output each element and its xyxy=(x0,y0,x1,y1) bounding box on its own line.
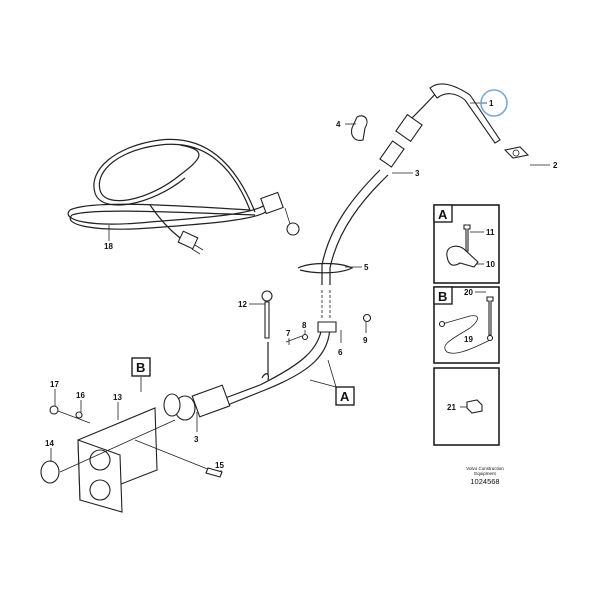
gasket-2 xyxy=(503,146,530,159)
highlight-circle xyxy=(480,89,508,117)
callout-16[interactable]: 16 xyxy=(76,391,85,400)
diagram-number: 1024568 xyxy=(470,477,499,486)
footer-company-2: Equipment xyxy=(474,471,496,476)
heater-cable-3 xyxy=(163,83,501,421)
clamp-10 xyxy=(446,245,479,268)
washer-9 xyxy=(362,313,372,323)
callout-10[interactable]: 10 xyxy=(486,260,495,269)
view-label-b: B xyxy=(136,360,145,375)
callout-7[interactable]: 7 xyxy=(286,329,291,338)
callout-4[interactable]: 4 xyxy=(336,120,341,129)
callout-2[interactable]: 2 xyxy=(553,161,558,170)
clamp-6 xyxy=(317,321,337,333)
callout-3[interactable]: 3 xyxy=(415,169,420,178)
detail-panel-a: A xyxy=(433,204,500,284)
callout-21[interactable]: 21 xyxy=(447,403,456,412)
callout-11[interactable]: 11 xyxy=(486,228,495,237)
screw-20 xyxy=(486,296,494,336)
extension-cable-18 xyxy=(67,138,300,255)
detail-panel-c xyxy=(433,367,500,446)
plug-14 xyxy=(40,460,60,484)
callout-20[interactable]: 20 xyxy=(464,288,473,297)
callout-1[interactable]: 1 xyxy=(489,99,494,108)
holder-4 xyxy=(351,115,368,141)
callout-17[interactable]: 17 xyxy=(50,380,59,389)
detail-b-label: B xyxy=(438,289,447,304)
leader-lines xyxy=(50,102,550,472)
detail-a-label: A xyxy=(438,207,448,222)
screw-15 xyxy=(205,467,223,478)
ground-strap-19 xyxy=(441,315,491,354)
callout-3-lower[interactable]: 3 xyxy=(194,435,199,444)
cable-lug-12 xyxy=(261,290,273,302)
cable-connector-icon xyxy=(260,191,284,215)
callout-8[interactable]: 8 xyxy=(302,321,307,330)
callout-5[interactable]: 5 xyxy=(364,263,369,272)
nut-17 xyxy=(49,405,59,415)
washer-8 xyxy=(301,333,309,341)
callout-6[interactable]: 6 xyxy=(338,348,343,357)
callout-12[interactable]: 12 xyxy=(238,300,247,309)
cap-icon xyxy=(286,222,300,236)
connector-cap-21 xyxy=(466,399,483,414)
callout-18[interactable]: 18 xyxy=(104,242,113,251)
callout-15[interactable]: 15 xyxy=(215,461,224,470)
detail-panel-b: B xyxy=(433,286,500,364)
callout-13[interactable]: 13 xyxy=(113,393,122,402)
footer-company: Volvo Construction xyxy=(466,466,504,471)
plug-icon xyxy=(177,230,199,250)
view-label-a: A xyxy=(340,389,350,404)
cable-tie-5 xyxy=(297,262,354,274)
screw-11 xyxy=(463,224,471,252)
washer-16 xyxy=(75,411,83,419)
view-a-arrow xyxy=(309,359,337,388)
callout-19[interactable]: 19 xyxy=(464,335,473,344)
callout-9[interactable]: 9 xyxy=(363,336,368,345)
callout-14[interactable]: 14 xyxy=(45,439,54,448)
